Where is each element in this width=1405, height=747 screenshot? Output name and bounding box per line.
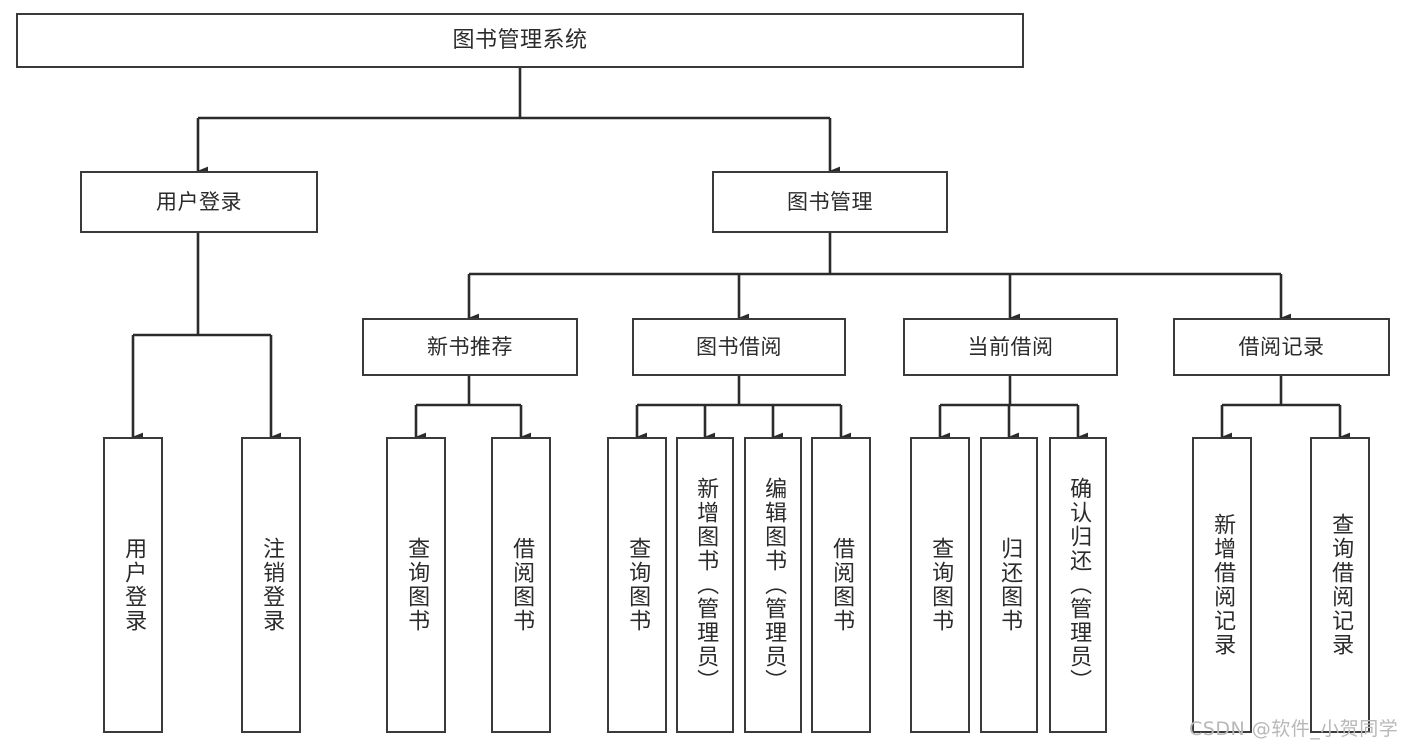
node-root-label: 图书管理系统 — [452, 27, 588, 53]
node-leaf-user-login-label: 用户登录 — [121, 537, 147, 633]
node-user-login[interactable]: 用户登录 — [80, 171, 318, 233]
node-leaf-borrow-book-1[interactable]: 借阅图书 — [491, 437, 551, 733]
node-leaf-user-logout[interactable]: 注销登录 — [241, 437, 301, 733]
node-leaf-add-record-label: 新增借阅记录 — [1210, 513, 1236, 657]
node-new-book-recommend-label: 新书推荐 — [427, 334, 513, 359]
node-leaf-query-book-1-label: 查询图书 — [404, 537, 430, 633]
node-book-manage-label: 图书管理 — [787, 189, 873, 214]
node-leaf-return-book-label: 归还图书 — [997, 537, 1023, 633]
node-leaf-borrow-book-2-label: 借阅图书 — [829, 537, 855, 633]
node-borrow-record[interactable]: 借阅记录 — [1173, 318, 1390, 376]
node-leaf-query-book-3-label: 查询图书 — [928, 537, 954, 633]
node-borrow-record-label: 借阅记录 — [1238, 334, 1325, 359]
node-current-borrow[interactable]: 当前借阅 — [903, 318, 1118, 376]
node-leaf-query-book-1[interactable]: 查询图书 — [386, 437, 446, 733]
node-leaf-user-logout-label: 注销登录 — [259, 537, 285, 633]
node-current-borrow-label: 当前借阅 — [967, 334, 1054, 359]
node-leaf-add-book-label: 新增图书（管理员） — [693, 477, 719, 693]
node-book-manage[interactable]: 图书管理 — [712, 171, 948, 233]
node-user-login-label: 用户登录 — [156, 189, 242, 214]
node-leaf-query-book-3[interactable]: 查询图书 — [910, 437, 970, 733]
node-leaf-query-book-2[interactable]: 查询图书 — [607, 437, 667, 733]
node-leaf-edit-book[interactable]: 编辑图书（管理员） — [744, 437, 802, 733]
node-book-borrow[interactable]: 图书借阅 — [632, 318, 846, 376]
node-leaf-add-record[interactable]: 新增借阅记录 — [1192, 437, 1252, 733]
node-new-book-recommend[interactable]: 新书推荐 — [362, 318, 578, 376]
node-leaf-query-book-2-label: 查询图书 — [625, 537, 651, 633]
node-root[interactable]: 图书管理系统 — [16, 13, 1024, 68]
node-leaf-confirm-return[interactable]: 确认归还（管理员） — [1049, 437, 1107, 733]
node-leaf-borrow-book-1-label: 借阅图书 — [509, 537, 535, 633]
node-leaf-user-login[interactable]: 用户登录 — [103, 437, 163, 733]
node-leaf-borrow-book-2[interactable]: 借阅图书 — [811, 437, 871, 733]
node-leaf-confirm-return-label: 确认归还（管理员） — [1066, 477, 1092, 693]
node-book-borrow-label: 图书借阅 — [696, 334, 782, 359]
node-leaf-query-record-label: 查询借阅记录 — [1328, 513, 1354, 657]
node-leaf-edit-book-label: 编辑图书（管理员） — [761, 477, 787, 693]
node-leaf-query-record[interactable]: 查询借阅记录 — [1310, 437, 1370, 733]
node-leaf-return-book[interactable]: 归还图书 — [980, 437, 1038, 733]
node-leaf-add-book[interactable]: 新增图书（管理员） — [676, 437, 734, 733]
